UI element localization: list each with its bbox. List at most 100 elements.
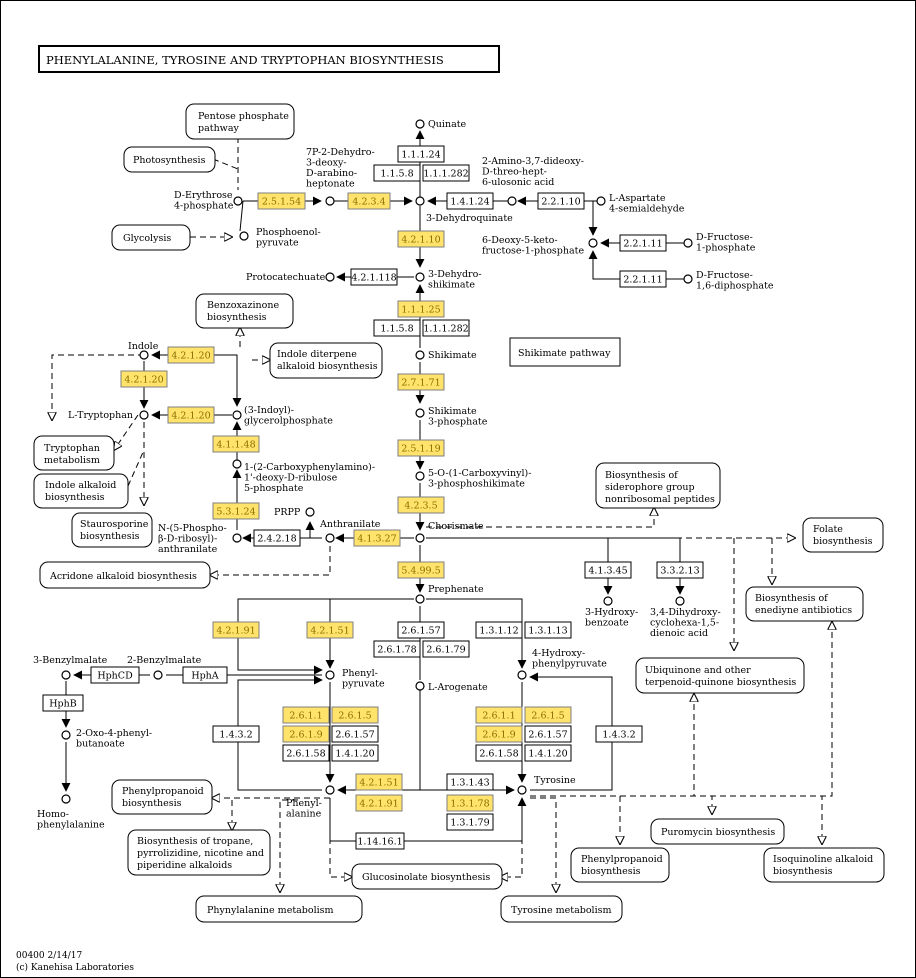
- enzyme-box-1-4-1-20[interactable]: 1.4.1.20: [331, 744, 379, 762]
- map-box-enediyne[interactable]: Biosynthesis of enediyne antibiotics: [745, 586, 864, 622]
- map-box-indole-alkaloid[interactable]: Indole alkaloid biosynthesis: [33, 473, 129, 509]
- compound-node[interactable]: [61, 794, 71, 804]
- map-box-pentose[interactable]: Pentose phosphate pathway: [185, 103, 295, 140]
- compound-node[interactable]: [239, 231, 249, 241]
- compound-benzylmalate3[interactable]: 3-Benzylmalate: [33, 655, 108, 680]
- compound-phenylalanine[interactable]: Phenyl-alanine: [286, 785, 335, 820]
- enzyme-box-4-2-3-4[interactable]: 4.2.3.4: [347, 192, 391, 210]
- enzyme-box-4-2-1-91[interactable]: 4.2.1.91: [212, 621, 260, 639]
- compound-pep[interactable]: Phosphoenol-pyruvate: [239, 227, 321, 249]
- map-box-puromycin[interactable]: Puromycin biosynthesis: [650, 818, 785, 845]
- enzyme-box-2-4-2-18[interactable]: 2.4.2.18: [253, 529, 301, 547]
- compound-node[interactable]: [415, 533, 425, 543]
- enzyme-box-1-3-1-43[interactable]: 1.3.1.43: [446, 773, 494, 791]
- enzyme-box-2-6-1-5[interactable]: 2.6.1.5: [331, 706, 379, 724]
- enzyme-box-2-6-1-58[interactable]: 2.6.1.58: [282, 744, 330, 762]
- compound-deoxy-keto[interactable]: 6-Deoxy-5-keto-fructose-1-phosphate: [482, 235, 598, 257]
- compound-hpp[interactable]: 4-Hydroxy-phenylpyruvate: [517, 648, 607, 680]
- enzyme-box-3-3-2-13[interactable]: 3.3.2.13: [656, 561, 704, 579]
- map-box-glucosinolate[interactable]: Glucosinolate biosynthesis: [351, 863, 503, 890]
- compound-igp[interactable]: (3-Indoyl)-glycerolphosphate: [232, 405, 333, 427]
- map-box-folate[interactable]: Folate biosynthesis: [802, 517, 884, 553]
- enzyme-box-2-6-1-57[interactable]: 2.6.1.57: [397, 621, 445, 639]
- map-box-indole-diterpene[interactable]: Indole diterpene alkaloid biosynthesis: [269, 342, 383, 379]
- compound-node[interactable]: [233, 196, 243, 206]
- compound-node[interactable]: [325, 670, 335, 680]
- compound-tryptophan[interactable]: L-Tryptophan: [68, 410, 149, 421]
- map-box-benzoxazinone[interactable]: Benzoxazinone biosynthesis: [195, 293, 294, 329]
- compound-homophenylalanine[interactable]: Homo-phenylalanine: [37, 794, 105, 831]
- compound-node[interactable]: [232, 459, 242, 469]
- compound-arogenate[interactable]: L-Arogenate: [415, 681, 488, 693]
- compound-prephenate[interactable]: Prephenate: [415, 584, 484, 604]
- compound-node[interactable]: [325, 196, 335, 206]
- enzyme-box-2-5-1-54[interactable]: 2.5.1.54: [257, 192, 306, 210]
- compound-node[interactable]: [675, 596, 685, 606]
- compound-node[interactable]: [325, 533, 335, 543]
- enzyme-box-5-4-99-5[interactable]: 5.4.99.5: [397, 561, 445, 579]
- enzyme-box-1-1-1-282[interactable]: 1.1.1.282: [422, 319, 470, 337]
- enzyme-box-1-3-1-78[interactable]: 1.3.1.78: [446, 794, 494, 812]
- enzyme-box-2-6-1-9[interactable]: 2.6.1.9: [282, 725, 330, 743]
- compound-node[interactable]: [305, 507, 315, 517]
- map-box-acridone[interactable]: Acridone alkaloid biosynthesis: [39, 561, 211, 589]
- compound-node[interactable]: [415, 681, 425, 691]
- compound-shikimate[interactable]: Shikimate: [415, 350, 477, 361]
- compound-node[interactable]: [61, 730, 71, 740]
- compound-node[interactable]: [153, 670, 163, 680]
- compound-node[interactable]: [683, 274, 693, 284]
- compound-node[interactable]: [415, 272, 425, 282]
- map-box-tryptophan-metabolism[interactable]: Tryptophan metabolism: [33, 435, 115, 471]
- compound-dehydroshikimate[interactable]: 3-Dehydro-shikimate: [415, 269, 482, 291]
- enzyme-box-1-3-1-79[interactable]: 1.3.1.79: [446, 813, 494, 831]
- compound-node[interactable]: [61, 670, 71, 680]
- enzyme-box-hphb[interactable]: HphB: [42, 694, 84, 712]
- map-box-glycolysis[interactable]: Glycolysis: [111, 224, 191, 251]
- enzyme-box-2-6-1-9[interactable]: 2.6.1.9: [475, 725, 523, 743]
- enzyme-box-1-4-3-2[interactable]: 1.4.3.2: [212, 725, 260, 743]
- compound-anthranilate[interactable]: Anthranilate: [319, 519, 381, 543]
- compound-node[interactable]: [415, 196, 425, 206]
- compound-dhcdc[interactable]: 3,4-Dihydroxy-cyclohexa-1,5-dienoic acid: [650, 596, 721, 639]
- enzyme-box-4-2-1-20[interactable]: 4.2.1.20: [120, 370, 168, 388]
- enzyme-box-2-5-1-19[interactable]: 2.5.1.19: [397, 439, 445, 457]
- compound-epsp[interactable]: 5-O-(1-Carboxyvinyl)-3-phosphoshikimate: [415, 468, 531, 490]
- compound-node[interactable]: [232, 410, 242, 420]
- enzyme-box-2-6-1-78[interactable]: 2.6.1.78: [373, 640, 421, 658]
- enzyme-box-1-1-5-8[interactable]: 1.1.5.8: [373, 164, 421, 182]
- compound-hydroxybenzoate[interactable]: 3-Hydroxy-benzoate: [585, 596, 638, 629]
- compound-node[interactable]: [415, 408, 425, 418]
- enzyme-box-4-2-1-20[interactable]: 4.2.1.20: [167, 346, 215, 364]
- map-box-photosynthesis[interactable]: Photosynthesis: [123, 146, 216, 173]
- enzyme-box-1-1-1-24[interactable]: 1.1.1.24: [397, 145, 445, 163]
- enzyme-box-1-14-16-1[interactable]: 1.14.16.1: [355, 832, 405, 850]
- map-box-phenylpropanoid-right[interactable]: Phenylpropanoid biosynthesis: [570, 847, 670, 883]
- enzyme-box-1-3-1-13[interactable]: 1.3.1.13: [524, 621, 572, 639]
- compound-node[interactable]: [415, 471, 425, 481]
- map-box-tyrosine-metabolism[interactable]: Tyrosine metabolism: [500, 895, 623, 923]
- compound-chorismate[interactable]: Chorismate: [415, 521, 484, 543]
- enzyme-box-2-6-1-5[interactable]: 2.6.1.5: [524, 706, 572, 724]
- shikimate-pathway-box[interactable]: Shikimate pathway: [509, 337, 621, 367]
- compound-node[interactable]: [325, 272, 335, 282]
- enzyme-box-2-6-1-1[interactable]: 2.6.1.1: [475, 706, 523, 724]
- compound-phenylpyruvate[interactable]: Phenyl-pyruvate: [325, 668, 385, 690]
- compound-node[interactable]: [517, 785, 527, 795]
- map-box-staurosporine[interactable]: Staurosporine biosynthesis: [71, 512, 153, 548]
- enzyme-box-4-2-3-5[interactable]: 4.2.3.5: [397, 496, 445, 514]
- enzyme-box-1-4-1-24[interactable]: 1.4.1.24: [446, 192, 494, 210]
- compound-node[interactable]: [325, 785, 335, 795]
- compound-prpp[interactable]: PRPP: [274, 507, 315, 518]
- map-box-ubiquinone[interactable]: Ubiquinone and other terpenoid-quinone b…: [635, 657, 805, 694]
- enzyme-box-1-1-1-25[interactable]: 1.1.1.25: [397, 300, 445, 318]
- map-box-phenylalanine-metabolism[interactable]: Phynylalanine metabolism: [195, 895, 363, 923]
- enzyme-box-5-3-1-24[interactable]: 5.3.1.24: [212, 502, 260, 520]
- enzyme-box-1-4-3-2[interactable]: 1.4.3.2: [595, 725, 643, 743]
- compound-prant[interactable]: N-(5-Phospho-β-D-ribosyl)-anthranilate: [158, 523, 242, 555]
- enzyme-box-hphcd[interactable]: HphCD: [90, 666, 140, 684]
- compound-tyrosine[interactable]: Tyrosine: [517, 775, 576, 795]
- compound-node[interactable]: [415, 350, 425, 360]
- enzyme-box-1-4-1-20[interactable]: 1.4.1.20: [524, 744, 572, 762]
